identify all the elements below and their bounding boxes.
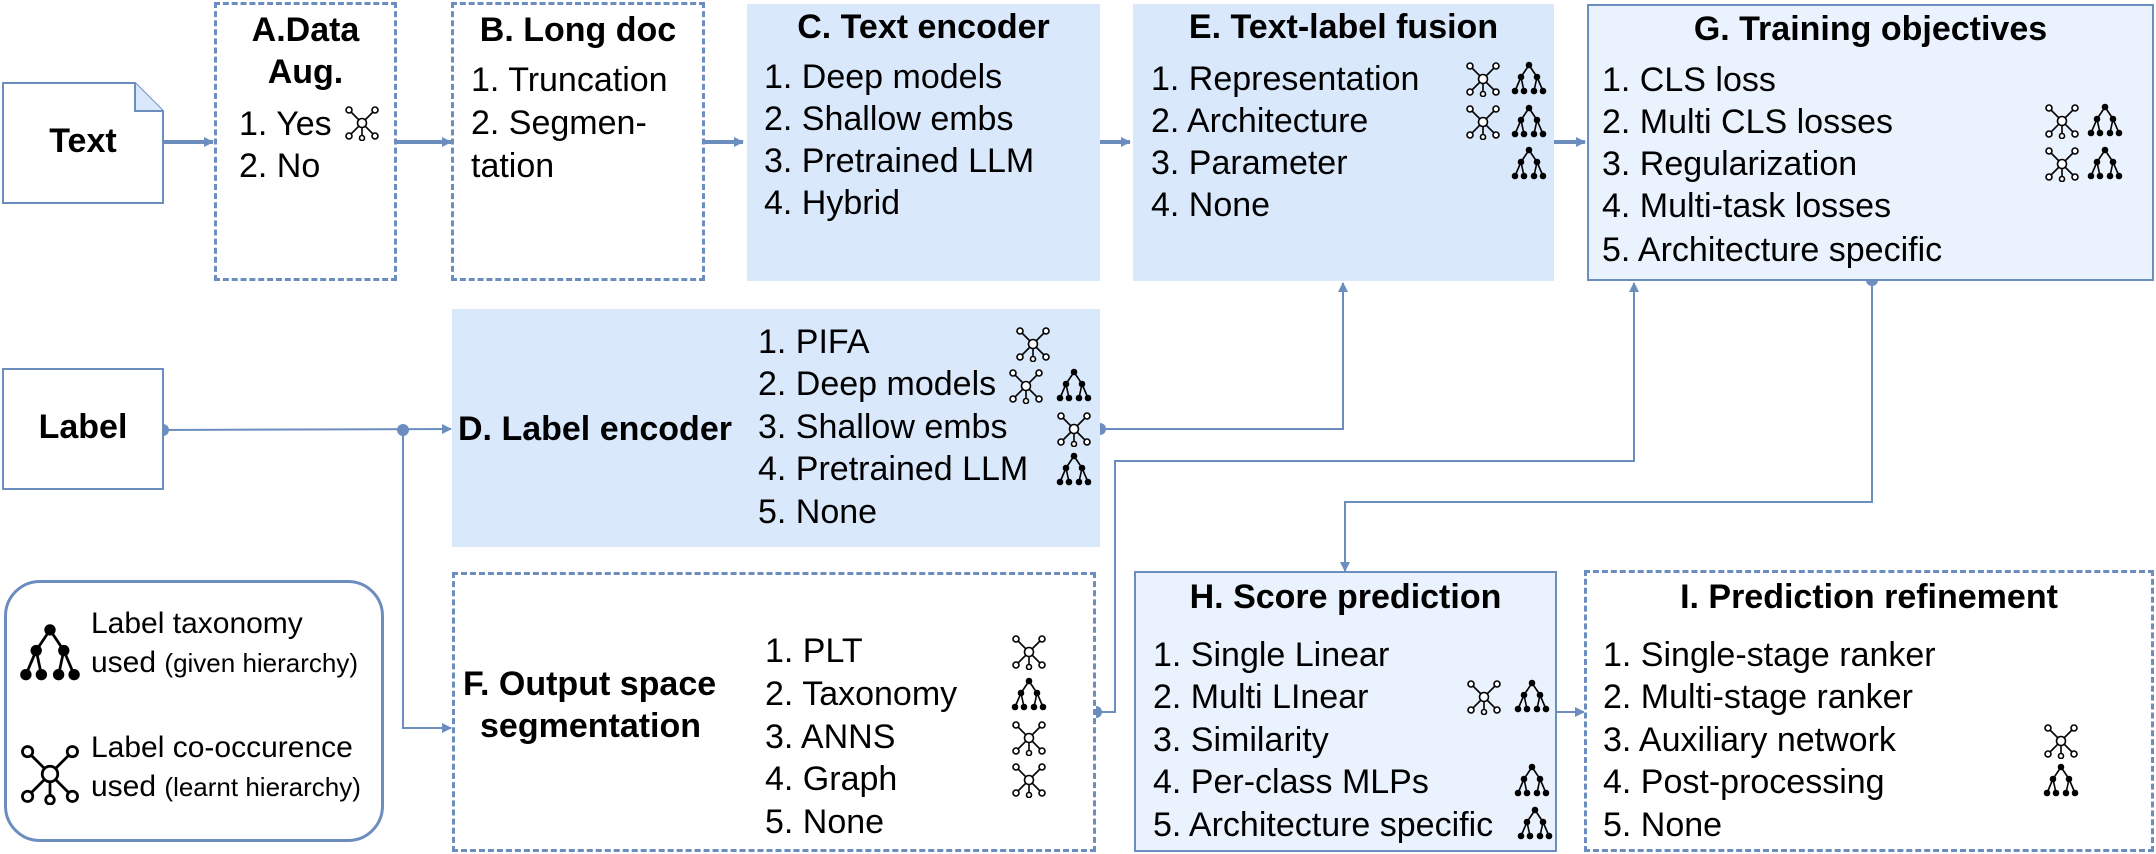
co-occurrence-graph-icon	[345, 106, 379, 141]
long-doc-title: B. Long doc	[479, 11, 677, 49]
score-item: 3. Similarity	[1153, 721, 1329, 759]
legend-cooc-label-1: Label co-occurence	[91, 731, 353, 764]
long-doc-item: tation	[471, 147, 555, 185]
taxonomy-tree-icon	[1056, 368, 1092, 402]
co-occurrence-graph-icon	[1467, 680, 1501, 715]
objectives-item: 3. Regularization	[1602, 145, 1858, 183]
output-seg-item: 3. ANNS	[765, 718, 896, 756]
fusion-item: 1. Representation	[1151, 60, 1420, 98]
co-occurrence-graph-icon	[1012, 763, 1046, 798]
legend-taxonomy-label-1: Label taxonomy	[91, 607, 303, 640]
refine-item: 5. None	[1603, 806, 1723, 844]
fusion-item: 4. None	[1151, 186, 1271, 224]
legend-box: Label taxonomy used (given hierarchy) La…	[4, 580, 384, 842]
co-occurrence-graph-icon	[1012, 635, 1046, 670]
output-seg-item: 4. Graph	[765, 760, 898, 798]
taxonomy-tree-icon	[1511, 61, 1547, 95]
text-label-fusion-box: E. Text-label fusion 1. Representation 2…	[1133, 4, 1554, 281]
output-seg-item: 1. PLT	[765, 632, 863, 670]
legend-taxonomy-note: (given hierarchy)	[164, 648, 359, 678]
score-title: H. Score prediction	[1189, 578, 1502, 616]
objectives-item: 1. CLS loss	[1602, 61, 1776, 99]
score-item: 2. Multi LInear	[1153, 678, 1369, 716]
taxonomy-tree-icon	[1514, 679, 1550, 713]
text-input-label: Text	[49, 122, 117, 160]
data-aug-item: 1. Yes	[239, 105, 332, 143]
refine-item: 4. Post-processing	[1603, 763, 1885, 801]
text-encoder-item: 1. Deep models	[764, 58, 1003, 96]
label-encoder-item: 2. Deep models	[758, 365, 997, 403]
co-occurrence-graph-icon	[2045, 104, 2079, 139]
co-occurrence-graph-icon	[1016, 327, 1050, 362]
score-item: 5. Architecture specific	[1153, 806, 1494, 844]
taxonomy-tree-icon	[20, 624, 80, 681]
refine-item: 1. Single-stage ranker	[1603, 636, 1936, 674]
training-objectives-box: G. Training objectives 1. CLS loss 2. Mu…	[1587, 4, 2154, 281]
data-aug-item: 2. No	[239, 147, 321, 185]
legend-taxonomy-label-2: used (given hierarchy)	[91, 644, 358, 682]
co-occurrence-graph-icon	[1466, 62, 1500, 97]
taxonomy-tree-icon	[1511, 104, 1547, 138]
refine-item: 3. Auxiliary network	[1603, 721, 1896, 759]
output-seg-title-2: segmentation	[480, 707, 702, 745]
long-doc-item: 2. Segmen-	[471, 104, 647, 142]
taxonomy-tree-icon	[2043, 763, 2079, 797]
co-occurrence-graph-icon	[1012, 721, 1046, 756]
data-augmentation-title-1: A.Data	[251, 11, 360, 49]
data-augmentation-box: A.Data Aug. 1. Yes 2. No	[214, 2, 397, 281]
label-encoder-title: D. Label encoder	[458, 410, 732, 448]
objectives-item: 4. Multi-task losses	[1602, 187, 1892, 225]
taxonomy-tree-icon	[1517, 806, 1553, 840]
refine-item: 2. Multi-stage ranker	[1603, 678, 1913, 716]
legend-cooc-label-2: used (learnt hierarchy)	[91, 768, 361, 806]
text-encoder-title: C. Text encoder	[797, 8, 1050, 46]
legend-cooc-used: used	[91, 770, 157, 803]
taxonomy-tree-icon	[2087, 103, 2123, 137]
label-encoder-item: 1. PIFA	[758, 323, 870, 361]
label-input-node: Label	[2, 368, 164, 490]
objectives-item: 2. Multi CLS losses	[1602, 103, 1893, 141]
co-occurrence-graph-icon	[1057, 412, 1091, 447]
fusion-item: 3. Parameter	[1151, 144, 1348, 182]
taxonomy-tree-icon	[1511, 146, 1547, 180]
objectives-title: G. Training objectives	[1693, 10, 2048, 48]
taxonomy-tree-icon	[1514, 763, 1550, 797]
long-doc-item: 1. Truncation	[471, 61, 668, 99]
co-occurrence-graph-icon	[1009, 369, 1043, 404]
co-occurrence-graph-icon	[2045, 147, 2079, 182]
co-occurrence-graph-icon	[2044, 724, 2078, 759]
fusion-item: 2. Architecture	[1151, 102, 1369, 140]
co-occurrence-graph-icon	[1466, 105, 1500, 140]
text-encoder-box: C. Text encoder 1. Deep models 2. Shallo…	[747, 4, 1100, 281]
document-shape	[2, 82, 164, 204]
co-occurrence-graph-icon	[21, 745, 79, 805]
fusion-title: E. Text-label fusion	[1188, 8, 1499, 46]
taxonomy-tree-icon	[2087, 146, 2123, 180]
legend-cooc-note: (learnt hierarchy)	[164, 772, 361, 802]
score-item: 4. Per-class MLPs	[1153, 763, 1429, 801]
label-encoder-item: 4. Pretrained LLM	[758, 450, 1029, 488]
label-encoder-box: D. Label encoder 1. PIFA 2. Deep models …	[452, 309, 1100, 547]
refine-title: I. Prediction refinement	[1680, 578, 2058, 616]
long-doc-box: B. Long doc 1. Truncation 2. Segmen- tat…	[451, 2, 705, 281]
output-space-segmentation-box: F. Output space segmentation 1. PLT 2. T…	[452, 572, 1096, 852]
legend-taxonomy-used: used	[91, 646, 157, 679]
score-prediction-box: H. Score prediction 1. Single Linear 2. …	[1134, 571, 1557, 852]
label-encoder-item: 3. Shallow embs	[758, 408, 1008, 446]
score-item: 1. Single Linear	[1153, 636, 1390, 674]
label-encoder-item: 5. None	[758, 493, 878, 531]
taxonomy-tree-icon	[1011, 677, 1047, 711]
text-encoder-item: 4. Hybrid	[764, 184, 901, 222]
output-seg-title-1: F. Output space	[463, 665, 717, 703]
output-seg-item: 5. None	[765, 803, 885, 841]
text-encoder-item: 2. Shallow embs	[764, 100, 1014, 138]
prediction-refinement-box: I. Prediction refinement 1. Single-stage…	[1584, 570, 2154, 852]
label-input-label: Label	[38, 408, 128, 446]
data-augmentation-title-2: Aug.	[267, 53, 344, 91]
text-input-node: Text	[2, 82, 164, 204]
output-seg-item: 2. Taxonomy	[765, 675, 958, 713]
objectives-item: 5. Architecture specific	[1602, 231, 1943, 269]
taxonomy-tree-icon	[1056, 452, 1092, 486]
text-encoder-item: 3. Pretrained LLM	[764, 142, 1035, 180]
